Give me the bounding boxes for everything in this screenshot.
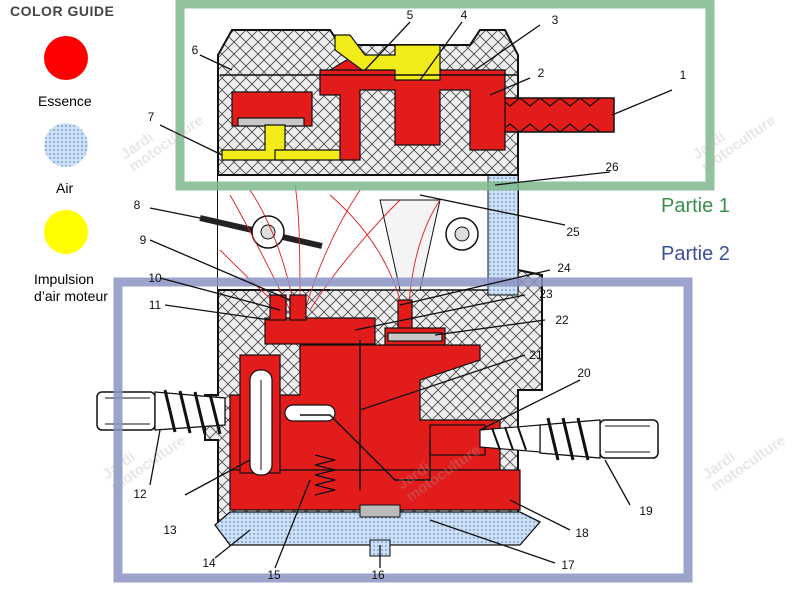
partie-1-label: Partie 1 xyxy=(661,195,730,217)
callout-number: 19 xyxy=(639,504,653,518)
legend-label-impulsion: Impulsion d’air moteur xyxy=(34,271,108,304)
leader-lines xyxy=(149,21,673,569)
callout-number: 6 xyxy=(191,43,199,57)
callout-number: 21 xyxy=(529,348,543,362)
pulse-passages xyxy=(221,34,441,161)
callout-number: 26 xyxy=(605,160,619,174)
callout-number: 2 xyxy=(537,66,545,80)
partie-2-frame xyxy=(113,277,693,583)
callout-number: 20 xyxy=(577,366,591,380)
callout-number: 24 xyxy=(557,261,571,275)
legend-swatch-air xyxy=(44,123,88,167)
callout-number: 12 xyxy=(133,487,147,501)
legend-swatch-essence xyxy=(44,36,88,80)
callout-number: 18 xyxy=(575,526,589,540)
callout-number: 3 xyxy=(551,13,559,27)
callout-number: 5 xyxy=(406,8,414,22)
legend-swatch-impulsion xyxy=(44,210,88,254)
internal-lines xyxy=(220,74,518,490)
diaphragm-air xyxy=(214,504,542,557)
callout-number: 17 xyxy=(561,558,575,572)
callout-number: 4 xyxy=(460,8,468,22)
callout-number: 13 xyxy=(163,523,177,537)
throttle-plate xyxy=(199,215,479,251)
legend-label-air: Air xyxy=(56,180,74,196)
callout-number: 22 xyxy=(555,313,569,327)
legend-title: COLOR GUIDE xyxy=(10,3,115,19)
fuel-passages xyxy=(229,54,521,511)
adjustment-screw-left xyxy=(96,389,226,435)
callout-number: 7 xyxy=(147,110,155,124)
metering-spring xyxy=(314,454,336,496)
callout-number: 11 xyxy=(148,298,162,312)
callout-number: 15 xyxy=(267,568,281,582)
callout-number: 16 xyxy=(371,568,385,582)
callout-number: 25 xyxy=(566,225,580,239)
callout-number: 1 xyxy=(679,68,687,82)
metering-needle-left xyxy=(249,369,336,476)
callout-number: 14 xyxy=(202,556,216,570)
partie-1-frame xyxy=(175,0,715,191)
callout-number: 23 xyxy=(539,287,553,301)
callout-number: 9 xyxy=(139,233,147,247)
legend-label-essence: Essence xyxy=(38,93,92,109)
adjustment-screw-right xyxy=(479,417,659,461)
partie-2-label: Partie 2 xyxy=(661,243,730,265)
callout-number: 8 xyxy=(133,198,141,212)
callout-number: 10 xyxy=(148,271,162,285)
